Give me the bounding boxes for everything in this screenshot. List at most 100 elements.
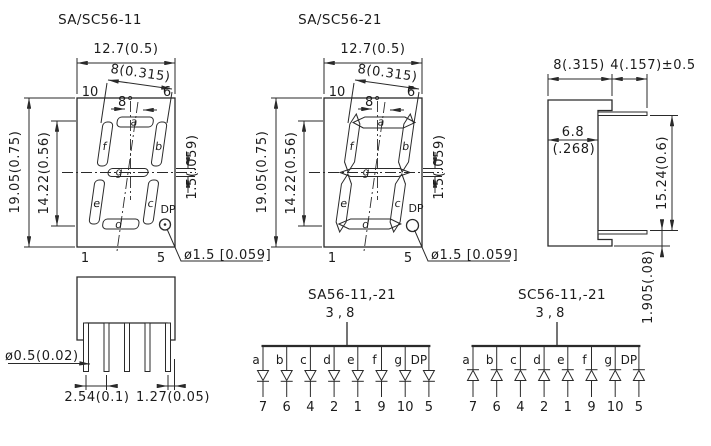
segment-label-c: c <box>394 197 402 210</box>
dim-digit-height: 14.22(0.56) <box>37 132 52 215</box>
leader-line <box>414 229 510 262</box>
circuit-segment-label: g <box>394 353 402 367</box>
segment-label-b: b <box>154 140 163 153</box>
segment-a <box>116 116 154 128</box>
pin-number-top-left: 10 <box>329 85 346 100</box>
dimension-line <box>107 79 173 90</box>
dim-lead-diameter: ø0.5(0.02) <box>5 349 79 364</box>
segment-b <box>150 121 168 167</box>
segment-label-e: e <box>339 197 348 210</box>
dp-center-dot <box>163 223 167 226</box>
dp-label: DP <box>408 202 423 215</box>
side-view: 8(.315) 4(.157)±0.5 6.8 (.268) 15.24(0.6… <box>547 58 695 324</box>
dim-overall-height: 19.05(0.75) <box>255 131 270 214</box>
dim-tilt-angle: 8° <box>118 95 134 110</box>
circuit-segment-label: d <box>323 353 331 367</box>
pin-number-top-left: 10 <box>82 85 99 100</box>
diode-symbol <box>561 369 575 381</box>
diode-symbol <box>351 370 365 382</box>
circuit-pin-number: 5 <box>635 400 643 415</box>
lead-pin <box>103 322 110 372</box>
diode-symbol <box>256 370 270 382</box>
segment-label-f: f <box>102 140 109 153</box>
diode-symbol <box>466 369 480 381</box>
circuit-common-pins: 3 , 8 <box>326 306 355 321</box>
view-title: SA/SC56-11 <box>58 12 142 28</box>
dim-inner-depth-inch: (.268) <box>553 142 596 157</box>
lead-pin <box>124 322 130 372</box>
dim-overall-width: 12.7(0.5) <box>93 42 158 57</box>
circuit-segment-label: a <box>462 353 469 367</box>
circuit-pin-number: 4 <box>516 400 524 415</box>
dim-dp-diameter: ø1.5 [0.059] <box>184 248 271 263</box>
segment-label-b: b <box>401 140 410 153</box>
circuit-pin-number: 7 <box>259 400 267 415</box>
digit-centerline <box>363 102 386 252</box>
circuit-title: SA56-11,-21 <box>308 287 396 303</box>
dimension-line <box>354 79 420 90</box>
circuit-segment-label: c <box>510 353 517 367</box>
segment-a <box>351 116 417 129</box>
dim-inner-depth-mm: 6.8 <box>562 125 584 140</box>
segment-label-a: a <box>377 116 386 129</box>
circuit-segment-label: DP <box>621 353 637 367</box>
segment-g <box>338 168 412 177</box>
leader-line <box>166 228 263 262</box>
extension-line <box>347 82 355 124</box>
dim-tilt-angle: 8° <box>365 95 381 110</box>
dp-circle <box>405 218 420 233</box>
circuit-segment-label: b <box>276 353 284 367</box>
extension-line <box>166 91 173 124</box>
circuit-segment-label: e <box>347 353 354 367</box>
diode-symbol <box>280 370 294 382</box>
dim-overall-height: 19.05(0.75) <box>8 131 23 214</box>
dim-standoff: 1.905(.08) <box>641 250 656 324</box>
dim-segment-thickness: 1.5(.059) <box>432 134 447 199</box>
pin-number-top-right: 6 <box>407 85 415 100</box>
segment-label-g: g <box>115 166 124 179</box>
circuit-segment-label: e <box>557 353 564 367</box>
dp-circle <box>158 218 172 231</box>
pin-number-top-right: 6 <box>163 85 171 100</box>
segment-g <box>107 168 149 177</box>
lead-pin <box>165 322 171 372</box>
segment-label-e: e <box>92 197 101 210</box>
circuit-segment-label: f <box>582 353 587 367</box>
lead-pin-side-top <box>597 111 648 116</box>
circuit-segment-label: a <box>252 353 259 367</box>
segment-label-d: d <box>361 218 370 231</box>
diode-symbol <box>632 369 646 381</box>
circuit-pin-number: 2 <box>330 400 338 415</box>
dim-lead-pitch: 2.54(0.1) <box>64 390 129 405</box>
circuit-segment-label: f <box>372 353 377 367</box>
diode-symbol <box>398 370 412 382</box>
dim-lead-row-span: 15.24(0.6) <box>655 136 670 210</box>
pin-number-bottom-right: 5 <box>157 251 165 266</box>
diode-symbol <box>375 370 388 382</box>
diode-symbol <box>490 369 504 381</box>
view-title: SA/SC56-21 <box>298 12 382 28</box>
diode-symbol <box>585 369 598 381</box>
circuit-pin-number: 1 <box>564 400 572 415</box>
circuit-pin-number: 7 <box>469 400 477 415</box>
dim-body-depth: 8(.315) <box>553 58 605 73</box>
segment-label-g: g <box>362 166 371 179</box>
circuit-pin-number: 4 <box>306 400 314 415</box>
dp-label: DP <box>160 203 175 216</box>
side-body-outline <box>547 99 613 247</box>
segment-c <box>142 179 159 225</box>
segment-e <box>88 179 105 225</box>
pin-number-bottom-left: 1 <box>328 251 336 266</box>
leader-arrow <box>79 361 91 366</box>
bottom-lead-view: ø0.5(0.02) 2.54(0.1) 1.27(0.05) <box>5 276 209 405</box>
front-view-sa-sc56-21: SA/SC56-21 12.7(0.5) 8(0.315) 10 6 1 5 8… <box>255 12 518 266</box>
dim-digit-height: 14.22(0.56) <box>284 132 299 215</box>
dim-dp-diameter: ø1.5 [0.059] <box>431 248 518 263</box>
segment-label-a: a <box>130 116 139 129</box>
lead-pins <box>83 322 171 372</box>
diode-symbol <box>537 369 551 381</box>
pin-number-bottom-left: 1 <box>81 251 89 266</box>
